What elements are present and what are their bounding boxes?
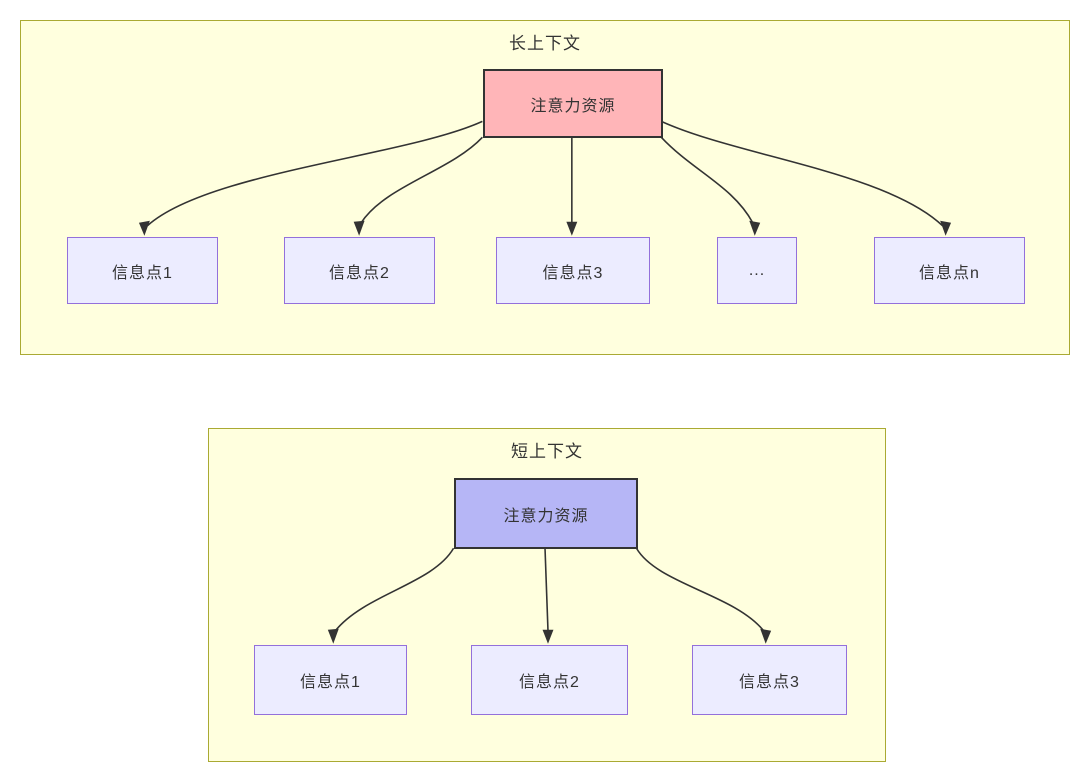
arrowhead-short-2 (542, 629, 554, 644)
panel-title-short-context: 短上下文 (511, 442, 583, 461)
info-node-long-ellipsis: ... (717, 237, 797, 304)
attention-node-long: 注意力资源 (483, 69, 663, 138)
info-node-long-n-label: 信息点n (919, 264, 980, 282)
info-node-long-3: 信息点3 (496, 237, 650, 304)
arrowhead-long-5 (940, 220, 952, 236)
arrowhead-long-3 (566, 221, 578, 236)
arrowhead-long-4 (749, 220, 761, 236)
info-node-long-2: 信息点2 (284, 237, 435, 304)
info-node-long-1: 信息点1 (67, 237, 218, 304)
edge-short-2 (544, 548, 549, 631)
info-node-short-3: 信息点3 (692, 645, 847, 715)
edge-short-3 (635, 547, 765, 632)
info-node-short-2: 信息点2 (471, 645, 628, 715)
attention-node-short: 注意力资源 (454, 478, 638, 549)
arrowhead-short-1 (327, 628, 339, 644)
edge-long-2 (360, 136, 483, 224)
info-node-short-1: 信息点1 (254, 645, 407, 715)
edge-long-1 (146, 120, 483, 227)
arrows-layer-short (327, 547, 772, 644)
info-node-long-2-label: 信息点2 (329, 264, 390, 282)
info-node-long-3-label: 信息点3 (542, 264, 604, 282)
arrows-layer-long (138, 120, 952, 236)
arrowhead-long-1 (138, 220, 150, 236)
panel-title-long-context: 长上下文 (509, 34, 581, 53)
info-node-long-n: 信息点n (874, 237, 1025, 304)
edge-long-4 (660, 136, 754, 224)
info-node-long-ellipsis-label: ... (748, 261, 766, 279)
arrowhead-short-3 (760, 628, 772, 644)
info-node-short-2-label: 信息点2 (519, 674, 580, 691)
attention-node-long-label: 注意力资源 (530, 97, 616, 115)
arrowhead-long-2 (353, 220, 365, 236)
panel-long-context: 长上下文 注意力资源 信息点1 信息点2 信息点3 ... 信息点n (20, 20, 1070, 355)
info-node-short-1-label: 信息点1 (300, 674, 361, 691)
info-node-long-1-label: 信息点1 (112, 264, 173, 282)
info-node-short-3-label: 信息点3 (739, 674, 800, 691)
panel-short-context: 短上下文 注意力资源 信息点1 信息点2 信息点3 (208, 428, 886, 762)
attention-node-short-label: 注意力资源 (503, 507, 589, 525)
edge-short-1 (334, 547, 455, 632)
edge-long-5 (660, 120, 944, 227)
